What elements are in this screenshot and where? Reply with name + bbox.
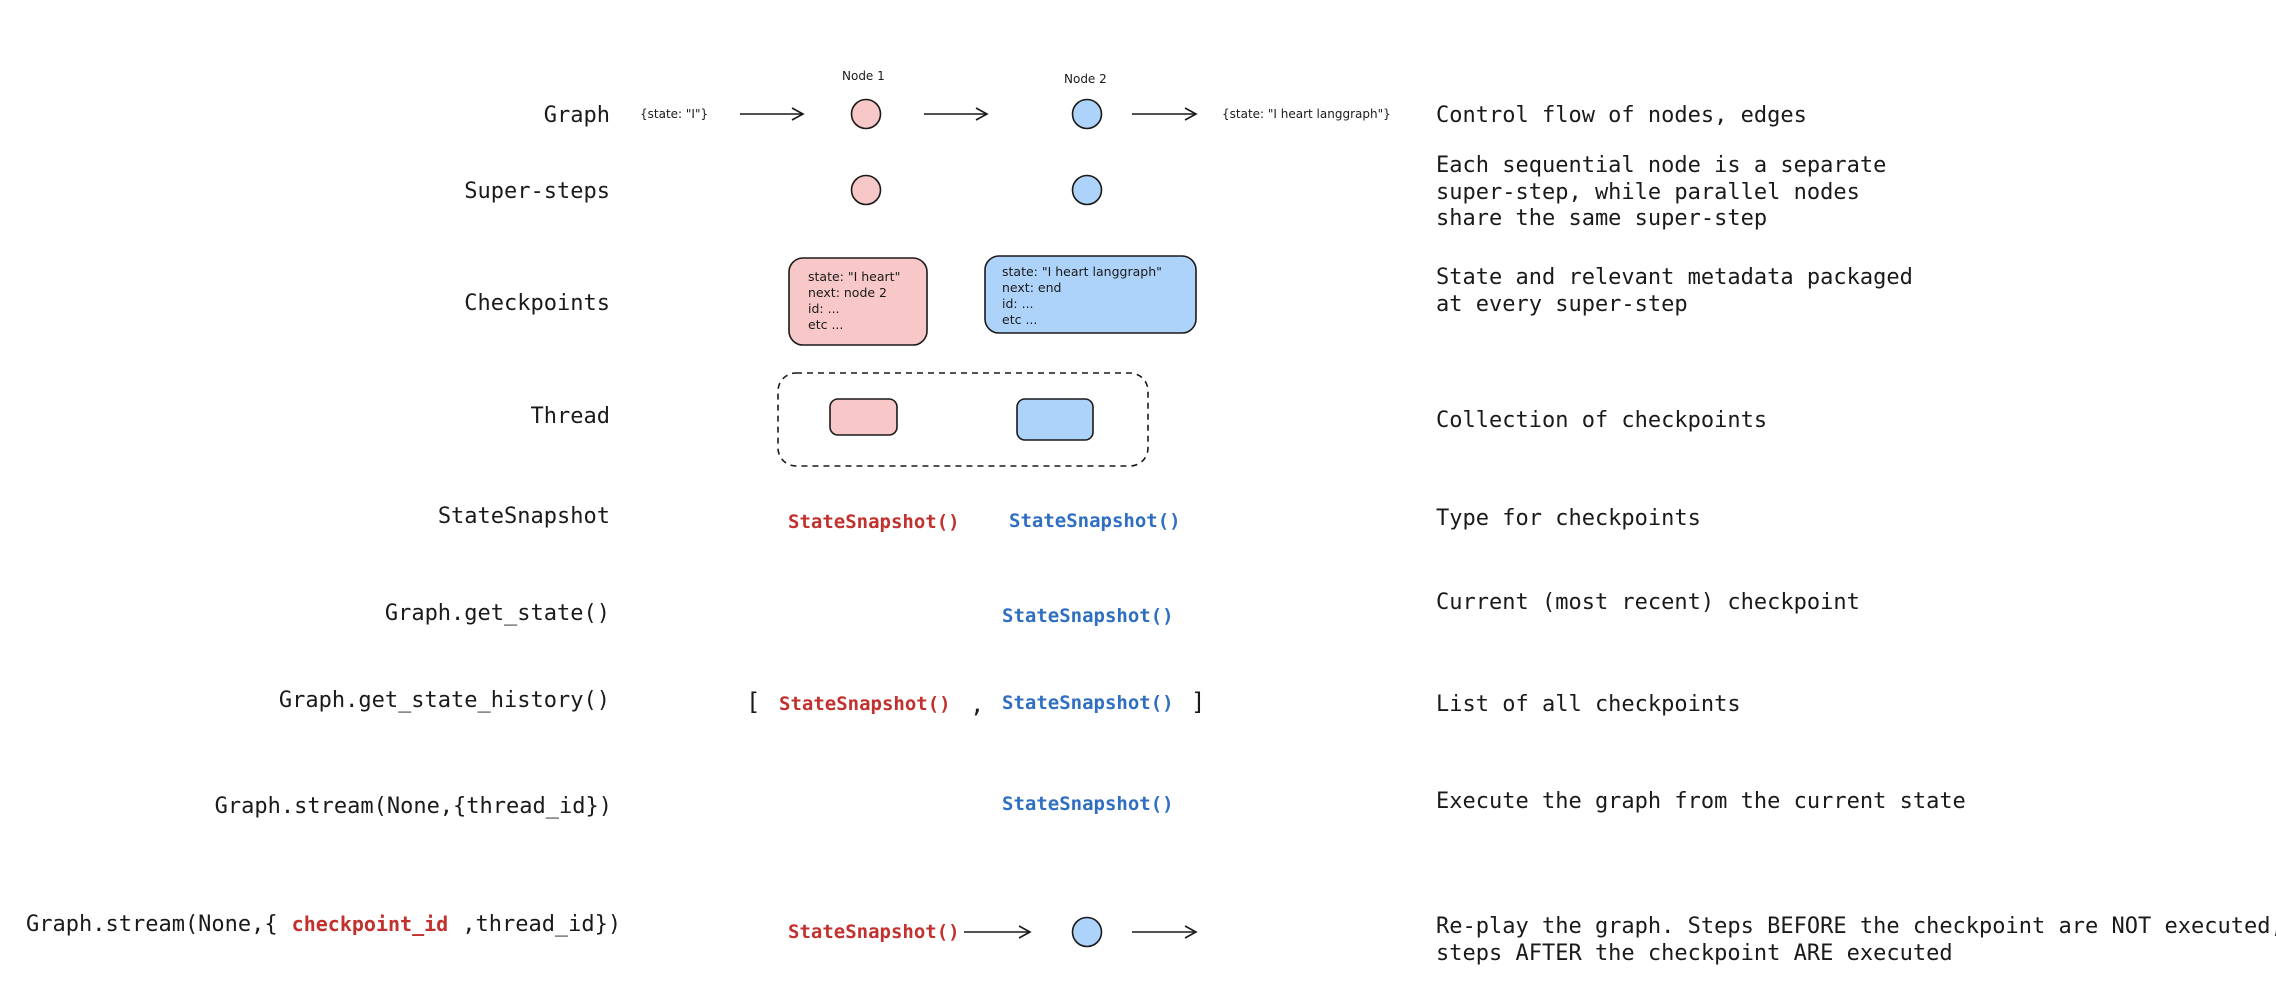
row-stream-thread: Graph.stream(None,{thread_id}) StateSnap…	[215, 789, 1966, 819]
desc-graph: Control flow of nodes, edges	[1436, 103, 1807, 128]
checkpoint-card-1-line-4: etc ...	[808, 317, 843, 332]
row-get-state: Graph.get_state() StateSnapshot() Curren…	[385, 590, 1860, 627]
node1-label: Node 1	[842, 69, 885, 83]
statesnapshot-right: StateSnapshot()	[1009, 510, 1181, 532]
desc-statesnapshot: Type for checkpoints	[1436, 506, 1701, 531]
checkpoint-card-1-line-2: next: node 2	[808, 285, 887, 300]
get-state-right: StateSnapshot()	[1002, 605, 1174, 627]
row-thread: Thread Collection of checkpoints	[531, 372, 1767, 467]
graph-output-state: {state: "I heart langgraph"}	[1222, 107, 1391, 121]
row-label-stream-checkpoint: Graph.stream(None,{ checkpoint_id ,thread_…	[26, 912, 621, 937]
desc-checkpoints-line-1: State and relevant metadata packaged	[1436, 265, 1913, 290]
stream-thread-right: StateSnapshot()	[1002, 793, 1174, 815]
desc-get-state: Current (most recent) checkpoint	[1436, 590, 1860, 615]
history-open-bracket: [	[746, 688, 760, 716]
checkpoint-card-2-line-2: next: end	[1002, 280, 1061, 295]
replay-node-2	[1071, 916, 1103, 948]
desc-thread: Collection of checkpoints	[1436, 408, 1767, 433]
stream-checkpoint-label-prefix: Graph.stream(None,{	[26, 912, 278, 937]
statesnapshot-left: StateSnapshot()	[788, 511, 960, 533]
history-right: StateSnapshot()	[1002, 692, 1174, 714]
row-stream-checkpoint: Graph.stream(None,{ checkpoint_id ,thread_…	[26, 912, 2276, 966]
row-label-get-state: Graph.get_state()	[385, 601, 610, 626]
stream-checkpoint-label-suffix: ,thread_id})	[462, 912, 621, 937]
row-label-graph: Graph	[544, 103, 610, 128]
desc-supersteps-line-2: super-step, while parallel nodes	[1436, 180, 1860, 205]
row-label-supersteps: Super-steps	[464, 179, 610, 204]
checkpoint-card-2: state: "I heart langgraph" next: end id:…	[984, 255, 1197, 334]
row-graph: Graph {state: "I"} Node 1 Node 2 {state:…	[544, 69, 1807, 130]
graph-node-1	[850, 98, 882, 130]
desc-stream-checkpoint-line-1: Re-play the graph. Steps BEFORE the chec…	[1436, 914, 2276, 939]
history-left: StateSnapshot()	[779, 693, 951, 715]
history-close-bracket: ]	[1191, 688, 1205, 716]
row-label-checkpoints: Checkpoints	[464, 291, 610, 316]
checkpoint-card-1: state: "I heart" next: node 2 id: ... et…	[788, 257, 928, 346]
thread-checkpoint-2	[1016, 398, 1094, 441]
row-checkpoints: Checkpoints state: "I heart" next: node …	[464, 255, 1913, 346]
graph-input-state: {state: "I"}	[640, 107, 708, 121]
checkpoint-card-2-line-1: state: "I heart langgraph"	[1002, 264, 1162, 279]
checkpoint-card-2-line-4: etc ...	[1002, 312, 1037, 327]
row-statesnapshot: StateSnapshot StateSnapshot() StateSnaps…	[438, 504, 1701, 533]
row-label-statesnapshot: StateSnapshot	[438, 504, 610, 529]
desc-supersteps-line-1: Each sequential node is a separate	[1436, 153, 1886, 178]
row-label-stream-thread: Graph.stream(None,{thread_id})	[215, 794, 612, 819]
desc-get-state-history: List of all checkpoints	[1436, 692, 1741, 717]
desc-checkpoints-line-2: at every super-step	[1436, 292, 1688, 317]
checkpoint-card-2-line-3: id: ...	[1002, 296, 1034, 311]
row-label-thread: Thread	[531, 404, 610, 429]
row-get-state-history: Graph.get_state_history() [ StateSnapsho…	[279, 688, 1741, 718]
superstep-node-2	[1071, 174, 1103, 206]
graph-node-2	[1071, 98, 1103, 130]
history-comma: ,	[970, 690, 984, 718]
desc-stream-thread: Execute the graph from the current state	[1436, 789, 1966, 814]
desc-supersteps-line-3: share the same super-step	[1436, 206, 1767, 231]
checkpoint-card-1-line-3: id: ...	[808, 301, 840, 316]
node2-label: Node 2	[1064, 72, 1107, 86]
stream-checkpoint-label-highlight: checkpoint_id	[292, 912, 449, 936]
row-supersteps: Super-steps Each sequential node is a se…	[464, 153, 1886, 231]
superstep-node-1	[850, 174, 882, 206]
thread-container	[777, 372, 1149, 467]
stream-checkpoint-left: StateSnapshot()	[788, 921, 960, 943]
desc-stream-checkpoint-line-2: steps AFTER the checkpoint ARE executed	[1436, 941, 1953, 966]
checkpoint-card-1-line-1: state: "I heart"	[808, 269, 900, 284]
row-label-get-state-history: Graph.get_state_history()	[279, 688, 610, 713]
thread-checkpoint-1	[829, 398, 898, 436]
